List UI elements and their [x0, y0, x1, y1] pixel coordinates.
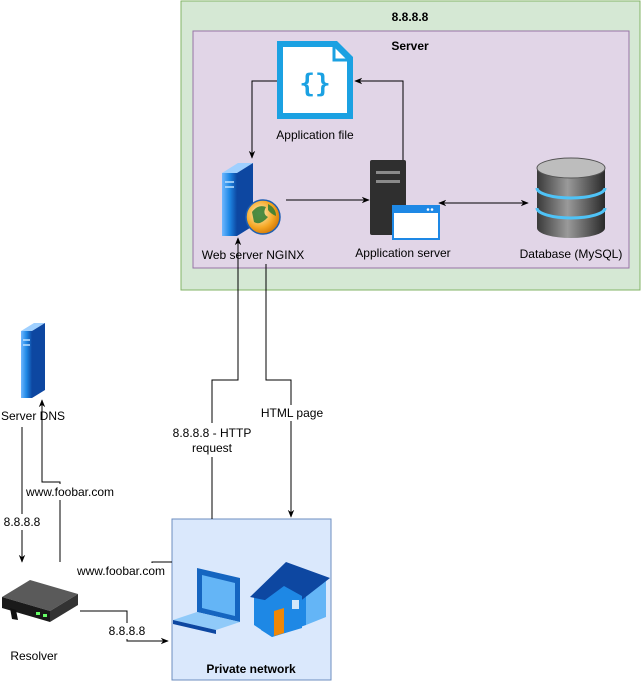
- private-to-resolver-label: www.foobar.com: [76, 564, 165, 578]
- resolver-label: Resolver: [10, 649, 57, 663]
- house-icon: [250, 562, 330, 637]
- laptop-node: [173, 568, 240, 634]
- edge-resolver-to-dns: [38, 399, 61, 562]
- resolver-node: Resolver: [2, 580, 78, 663]
- home-node: [250, 562, 330, 637]
- application-server-label: Application server: [355, 246, 450, 260]
- application-file-label: Application file: [276, 128, 354, 142]
- database-node: Database (MySQL): [520, 157, 623, 261]
- edge-appserver-to-file: [354, 77, 404, 160]
- resolver-to-private-label: 8.8.8.8: [109, 624, 146, 638]
- edge-html-page: [265, 264, 295, 518]
- dns-to-resolver-label: 8.8.8.8: [4, 515, 41, 529]
- resolver-to-dns-label: www.foobar.com: [25, 485, 114, 499]
- svg-text:{}: {}: [299, 69, 330, 99]
- server-dns-node: Server DNS: [1, 323, 65, 423]
- database-icon: [535, 157, 607, 238]
- router-icon: [2, 580, 78, 622]
- web-server-globe-icon: [222, 163, 281, 236]
- application-server-icon: [370, 160, 440, 240]
- edges: [18, 77, 529, 645]
- server-dns-label: Server DNS: [1, 409, 65, 423]
- json-file-icon: {}: [277, 41, 353, 119]
- http-request-label-line1: 8.8.8.8 - HTTP: [173, 426, 252, 440]
- edge-file-to-webserver: [248, 80, 277, 159]
- dns-server-icon: [21, 323, 45, 398]
- application-server-node: Application server: [355, 160, 451, 260]
- outer-box-title: 8.8.8.8: [392, 10, 429, 24]
- web-server-node: Web server NGINX: [202, 163, 304, 262]
- html-page-label: HTML page: [261, 406, 324, 420]
- application-file-node: {} Application file: [276, 41, 354, 142]
- server-box-title: Server: [391, 39, 429, 53]
- laptop-icon: [173, 568, 240, 634]
- database-label: Database (MySQL): [520, 247, 623, 261]
- private-network-title: Private network: [206, 662, 296, 676]
- web-server-label: Web server NGINX: [202, 248, 304, 262]
- http-request-label-line2: request: [192, 441, 233, 455]
- edge-labels: 8.8.8.8 - HTTP request HTML page www.foo…: [1, 405, 326, 639]
